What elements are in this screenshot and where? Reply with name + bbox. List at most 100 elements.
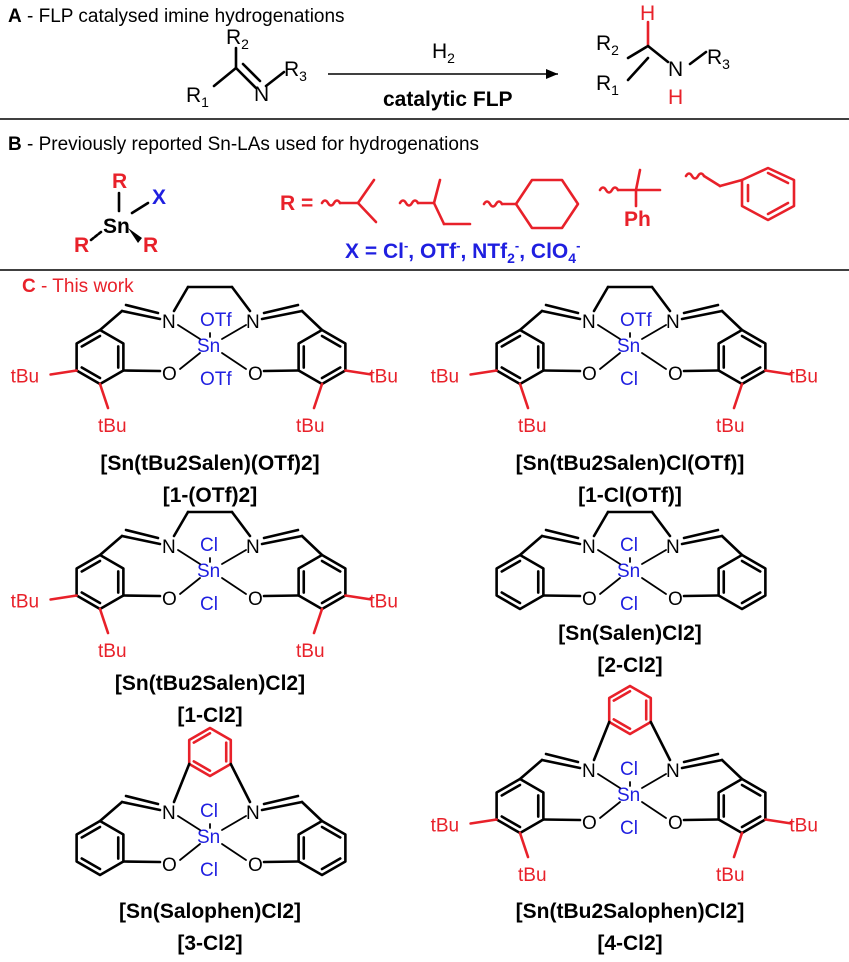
o-atom-left: O	[582, 813, 597, 834]
reagent-catalyst: catalytic FLP	[383, 88, 513, 111]
axial-ligand-bottom: Cl	[620, 369, 638, 390]
svg-text:R: R	[74, 234, 89, 257]
axial-ligand-top: OTf	[200, 310, 232, 331]
axial-ligand-top: Cl	[200, 535, 218, 556]
o-atom-left: O	[582, 589, 597, 610]
tbu-ortho-right: tBu	[716, 865, 745, 886]
tbu-para-left: tBu	[431, 367, 460, 388]
section-c-title: - This work	[36, 276, 134, 297]
svg-text:R1: R1	[596, 72, 619, 98]
axial-ligand-bottom: Cl	[620, 818, 638, 839]
tbu-ortho-left: tBu	[98, 416, 127, 437]
sn-lewis-acid: R Sn X R R	[74, 170, 166, 257]
tbu-para-right: tBu	[369, 367, 398, 388]
axial-ligand-top: Cl	[200, 801, 218, 822]
reagent-h2: H2	[432, 40, 455, 66]
svg-text:H: H	[640, 2, 655, 25]
compound-name: [Sn(tBu2Salen)(OTf)2]	[100, 452, 319, 475]
tbu-para-right: tBu	[369, 592, 398, 613]
axial-ligand-bottom: Cl	[200, 860, 218, 881]
ph-label: Ph	[624, 208, 651, 231]
r-cumyl: Ph	[598, 168, 662, 231]
r-benzyl	[684, 166, 796, 222]
compound-name: [Sn(tBu2Salen)Cl2]	[115, 672, 305, 695]
o-atom-right: O	[668, 589, 683, 610]
compound-name: [Sn(Salen)Cl2]	[558, 622, 702, 645]
svg-text:R2: R2	[596, 32, 619, 58]
compound-name: [Sn(tBu2Salophen)Cl2]	[516, 900, 745, 923]
svg-text:A - FLP catalysed imine hydrog: A - FLP catalysed imine hydrogenations	[8, 6, 345, 27]
axial-ligand-bottom: Cl	[200, 594, 218, 615]
compound-code: [1-Cl2]	[177, 704, 242, 727]
svg-text:Sn: Sn	[103, 215, 130, 238]
o-atom-left: O	[162, 589, 177, 610]
n-atom-left: N	[582, 537, 596, 558]
r-cyclohexyl	[482, 178, 580, 230]
r-isopropyl	[320, 178, 378, 224]
r-equals: R =	[280, 192, 313, 215]
tbu-ortho-right: tBu	[296, 416, 325, 437]
sn-atom: Sn	[197, 827, 220, 848]
o-atom-right: O	[248, 589, 263, 610]
section-c: C - This work	[22, 276, 134, 297]
n-atom-left: N	[162, 537, 176, 558]
tbu-para-left: tBu	[11, 367, 40, 388]
axial-ligand-top: Cl	[620, 535, 638, 556]
n-atom-right: N	[246, 537, 260, 558]
n-atom-right: N	[666, 537, 680, 558]
svg-text:R: R	[112, 170, 127, 193]
tbu-ortho-left: tBu	[518, 865, 547, 886]
compound-name: [Sn(tBu2Salen)Cl(OTf)]	[516, 452, 745, 475]
x-list: X = Cl-, OTf-, NTf2-, ClO4-	[345, 238, 580, 266]
svg-text:C - This work: C - This work	[22, 276, 134, 297]
compound-code: [4-Cl2]	[597, 932, 662, 955]
svg-text:R: R	[143, 234, 158, 257]
svg-text:R3: R3	[707, 46, 730, 72]
sn-atom: Sn	[617, 336, 640, 357]
svg-text:H: H	[668, 86, 683, 109]
n-atom-right: N	[246, 312, 260, 333]
section-a: A - FLP catalysed imine hydrogenations R…	[8, 2, 730, 111]
o-atom-left: O	[162, 364, 177, 385]
compound-code: [1-(OTf)2]	[163, 484, 257, 507]
svg-text:N: N	[668, 58, 683, 81]
imine-substrate: R2 R1 N R3	[186, 26, 307, 110]
compound-code: [3-Cl2]	[177, 932, 242, 955]
svg-text:N: N	[254, 83, 269, 106]
n-atom-right: N	[666, 761, 680, 782]
n-atom-right: N	[246, 803, 260, 824]
svg-text:R3: R3	[284, 58, 307, 84]
sn-atom: Sn	[197, 336, 220, 357]
amine-product: H R2 R1 N R3 H	[596, 2, 730, 109]
tbu-para-left: tBu	[431, 816, 460, 837]
section-b: B - Previously reported Sn-LAs used for …	[8, 134, 796, 266]
svg-text:B - Previously reported Sn-LAs: B - Previously reported Sn-LAs used for …	[8, 134, 479, 155]
axial-ligand-bottom: OTf	[200, 369, 232, 390]
axial-ligand-bottom: Cl	[620, 594, 638, 615]
o-atom-right: O	[248, 364, 263, 385]
tbu-para-right: tBu	[789, 367, 818, 388]
section-b-letter: B	[8, 134, 22, 155]
o-atom-left: O	[582, 364, 597, 385]
svg-text:X: X	[152, 186, 166, 209]
o-atom-right: O	[248, 855, 263, 876]
svg-text:R1: R1	[186, 84, 209, 110]
section-a-letter: A	[8, 6, 22, 27]
compound-name: [Sn(Salophen)Cl2]	[119, 900, 301, 923]
svg-text:R2: R2	[226, 26, 249, 52]
tbu-ortho-right: tBu	[296, 641, 325, 662]
tbu-para-right: tBu	[789, 816, 818, 837]
section-c-letter: C	[22, 276, 36, 297]
compound-code: [2-Cl2]	[597, 654, 662, 677]
section-a-title: - FLP catalysed imine hydrogenations	[22, 6, 345, 27]
n-atom-right: N	[666, 312, 680, 333]
tbu-ortho-left: tBu	[518, 416, 547, 437]
tbu-para-left: tBu	[11, 592, 40, 613]
